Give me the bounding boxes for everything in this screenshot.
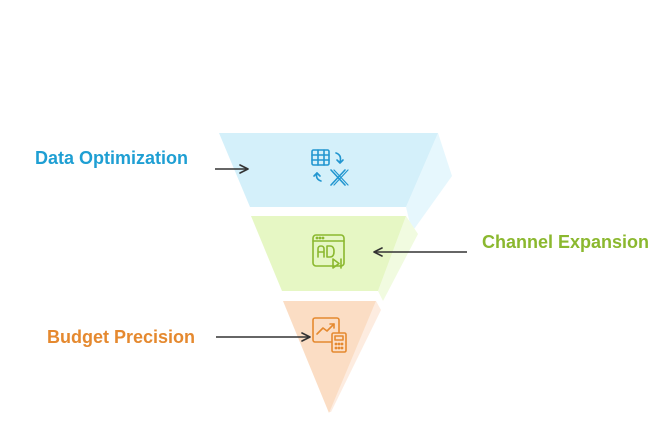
ad-video-icon xyxy=(312,234,345,269)
stage-3-front xyxy=(283,301,376,413)
funnel-stage-channel-expansion xyxy=(251,216,418,301)
stage-3-side xyxy=(329,301,381,412)
stage-2-front xyxy=(251,216,406,291)
chart-calculator-icon xyxy=(312,317,347,353)
funnel-stage-data-optimization xyxy=(219,133,452,232)
funnel-stage-budget-precision xyxy=(283,301,381,413)
table-transform-icon xyxy=(311,149,349,186)
stage-1-side xyxy=(406,133,452,232)
label-data-optimization: Data Optimization xyxy=(35,148,189,168)
stage-2-side xyxy=(378,216,418,301)
stage-1-front xyxy=(219,133,438,207)
label-channel-expansion: Channel Expansion xyxy=(482,232,650,252)
label-budget-precision: Budget Precision xyxy=(47,327,196,347)
